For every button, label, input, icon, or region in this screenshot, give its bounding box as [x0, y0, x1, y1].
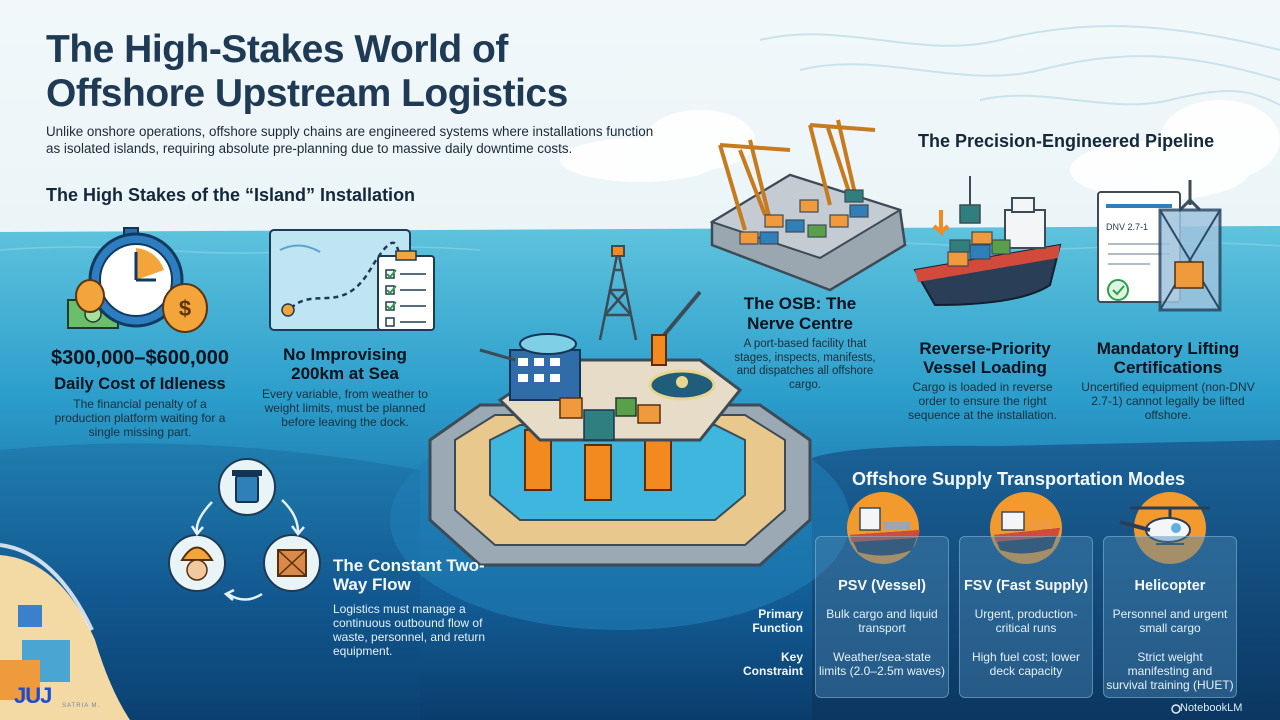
- svg-text:$: $: [179, 296, 191, 321]
- mode-cell-primary: Urgent, production-critical runs: [974, 607, 1078, 635]
- modes-heading: Offshore Supply Transportation Modes: [852, 469, 1186, 489]
- island-heading: The High Stakes of the “Island” Installa…: [46, 185, 416, 205]
- mode-cell-constraint: Weather/sea-state limits (2.0–2.5m waves…: [818, 650, 946, 678]
- mode-card-fsv: [959, 536, 1093, 698]
- mode-cell-constraint: Strict weight manifesting and survival t…: [1106, 650, 1234, 692]
- route-map-icon: [269, 229, 435, 331]
- osb-description: A port-based facility that stages, inspe…: [734, 338, 876, 391]
- lifting-cert-description: Uncertified equipment (non-DNV 2.7-1) ca…: [1081, 380, 1255, 422]
- osb-title: The OSB: The Nerve Centre: [743, 294, 857, 333]
- mode-title: PSV (Vessel): [838, 578, 926, 594]
- mode-title: FSV (Fast Supply): [963, 578, 1089, 594]
- watermark-logo: JUJ: [14, 683, 52, 708]
- mode-title: Helicopter: [1134, 578, 1206, 594]
- mode-card-psv: [815, 536, 949, 698]
- daily-cost-label: Daily Cost of Idleness: [54, 375, 226, 393]
- daily-cost-value: $300,000–$600,000: [51, 347, 229, 369]
- certificate-illustration: [1097, 180, 1222, 312]
- mode-cell-primary: Personnel and urgent small cargo: [1112, 607, 1228, 635]
- row-label-primary-function: Primary Function: [752, 607, 803, 635]
- reverse-loading-title: Reverse-Priority Vessel Loading: [919, 339, 1051, 377]
- cargo-ship-illustration: [913, 176, 1062, 307]
- cycle-arrows-icon: [190, 499, 305, 601]
- mode-cell-constraint: High fuel cost; lower deck capacity: [971, 650, 1081, 678]
- mode-card-helicopter: [1103, 536, 1237, 698]
- watermark-subtitle: SATRIA M.: [62, 703, 101, 709]
- two-way-flow-title: The Constant Two-Way Flow: [333, 556, 485, 594]
- worker-helmet-icon: [168, 534, 226, 592]
- pipeline-heading: The Precision-Engineered Pipeline: [918, 131, 1215, 151]
- notebooklm-icon: [1171, 704, 1181, 714]
- lifting-cert-title: Mandatory Lifting Certifications: [1096, 339, 1240, 377]
- page-title: The High-Stakes World of Offshore Upstre…: [46, 28, 568, 115]
- cert-document-label: DNV 2.7-1: [1106, 222, 1149, 232]
- no-improvising-title: No Improvising 200km at Sea: [283, 345, 407, 383]
- daily-cost-description: The financial penalty of a production pl…: [54, 397, 226, 439]
- oil-platform-illustration: [390, 245, 850, 630]
- no-improvising-description: Every variable, from weather to weight l…: [261, 387, 429, 429]
- fsv-fast-supply-icon: [990, 492, 1062, 564]
- stopwatch-icon: $: [67, 227, 208, 333]
- mode-cell-primary: Bulk cargo and liquid transport: [826, 607, 938, 635]
- reverse-loading-description: Cargo is loaded in reverse order to ensu…: [908, 380, 1057, 422]
- row-label-key-constraint: Key Constraint: [743, 650, 803, 678]
- notebooklm-brand: NotebookLM: [1180, 702, 1243, 714]
- crate-icon: [263, 534, 321, 592]
- waste-bin-icon: [218, 458, 276, 516]
- port-cranes-illustration: [709, 119, 907, 292]
- psv-vessel-icon: [847, 492, 920, 564]
- two-way-flow-description: Logistics must manage a continuous outbo…: [333, 602, 486, 658]
- helicopter-icon: [1119, 492, 1210, 564]
- intro-text: Unlike onshore operations, offshore supp…: [46, 124, 654, 156]
